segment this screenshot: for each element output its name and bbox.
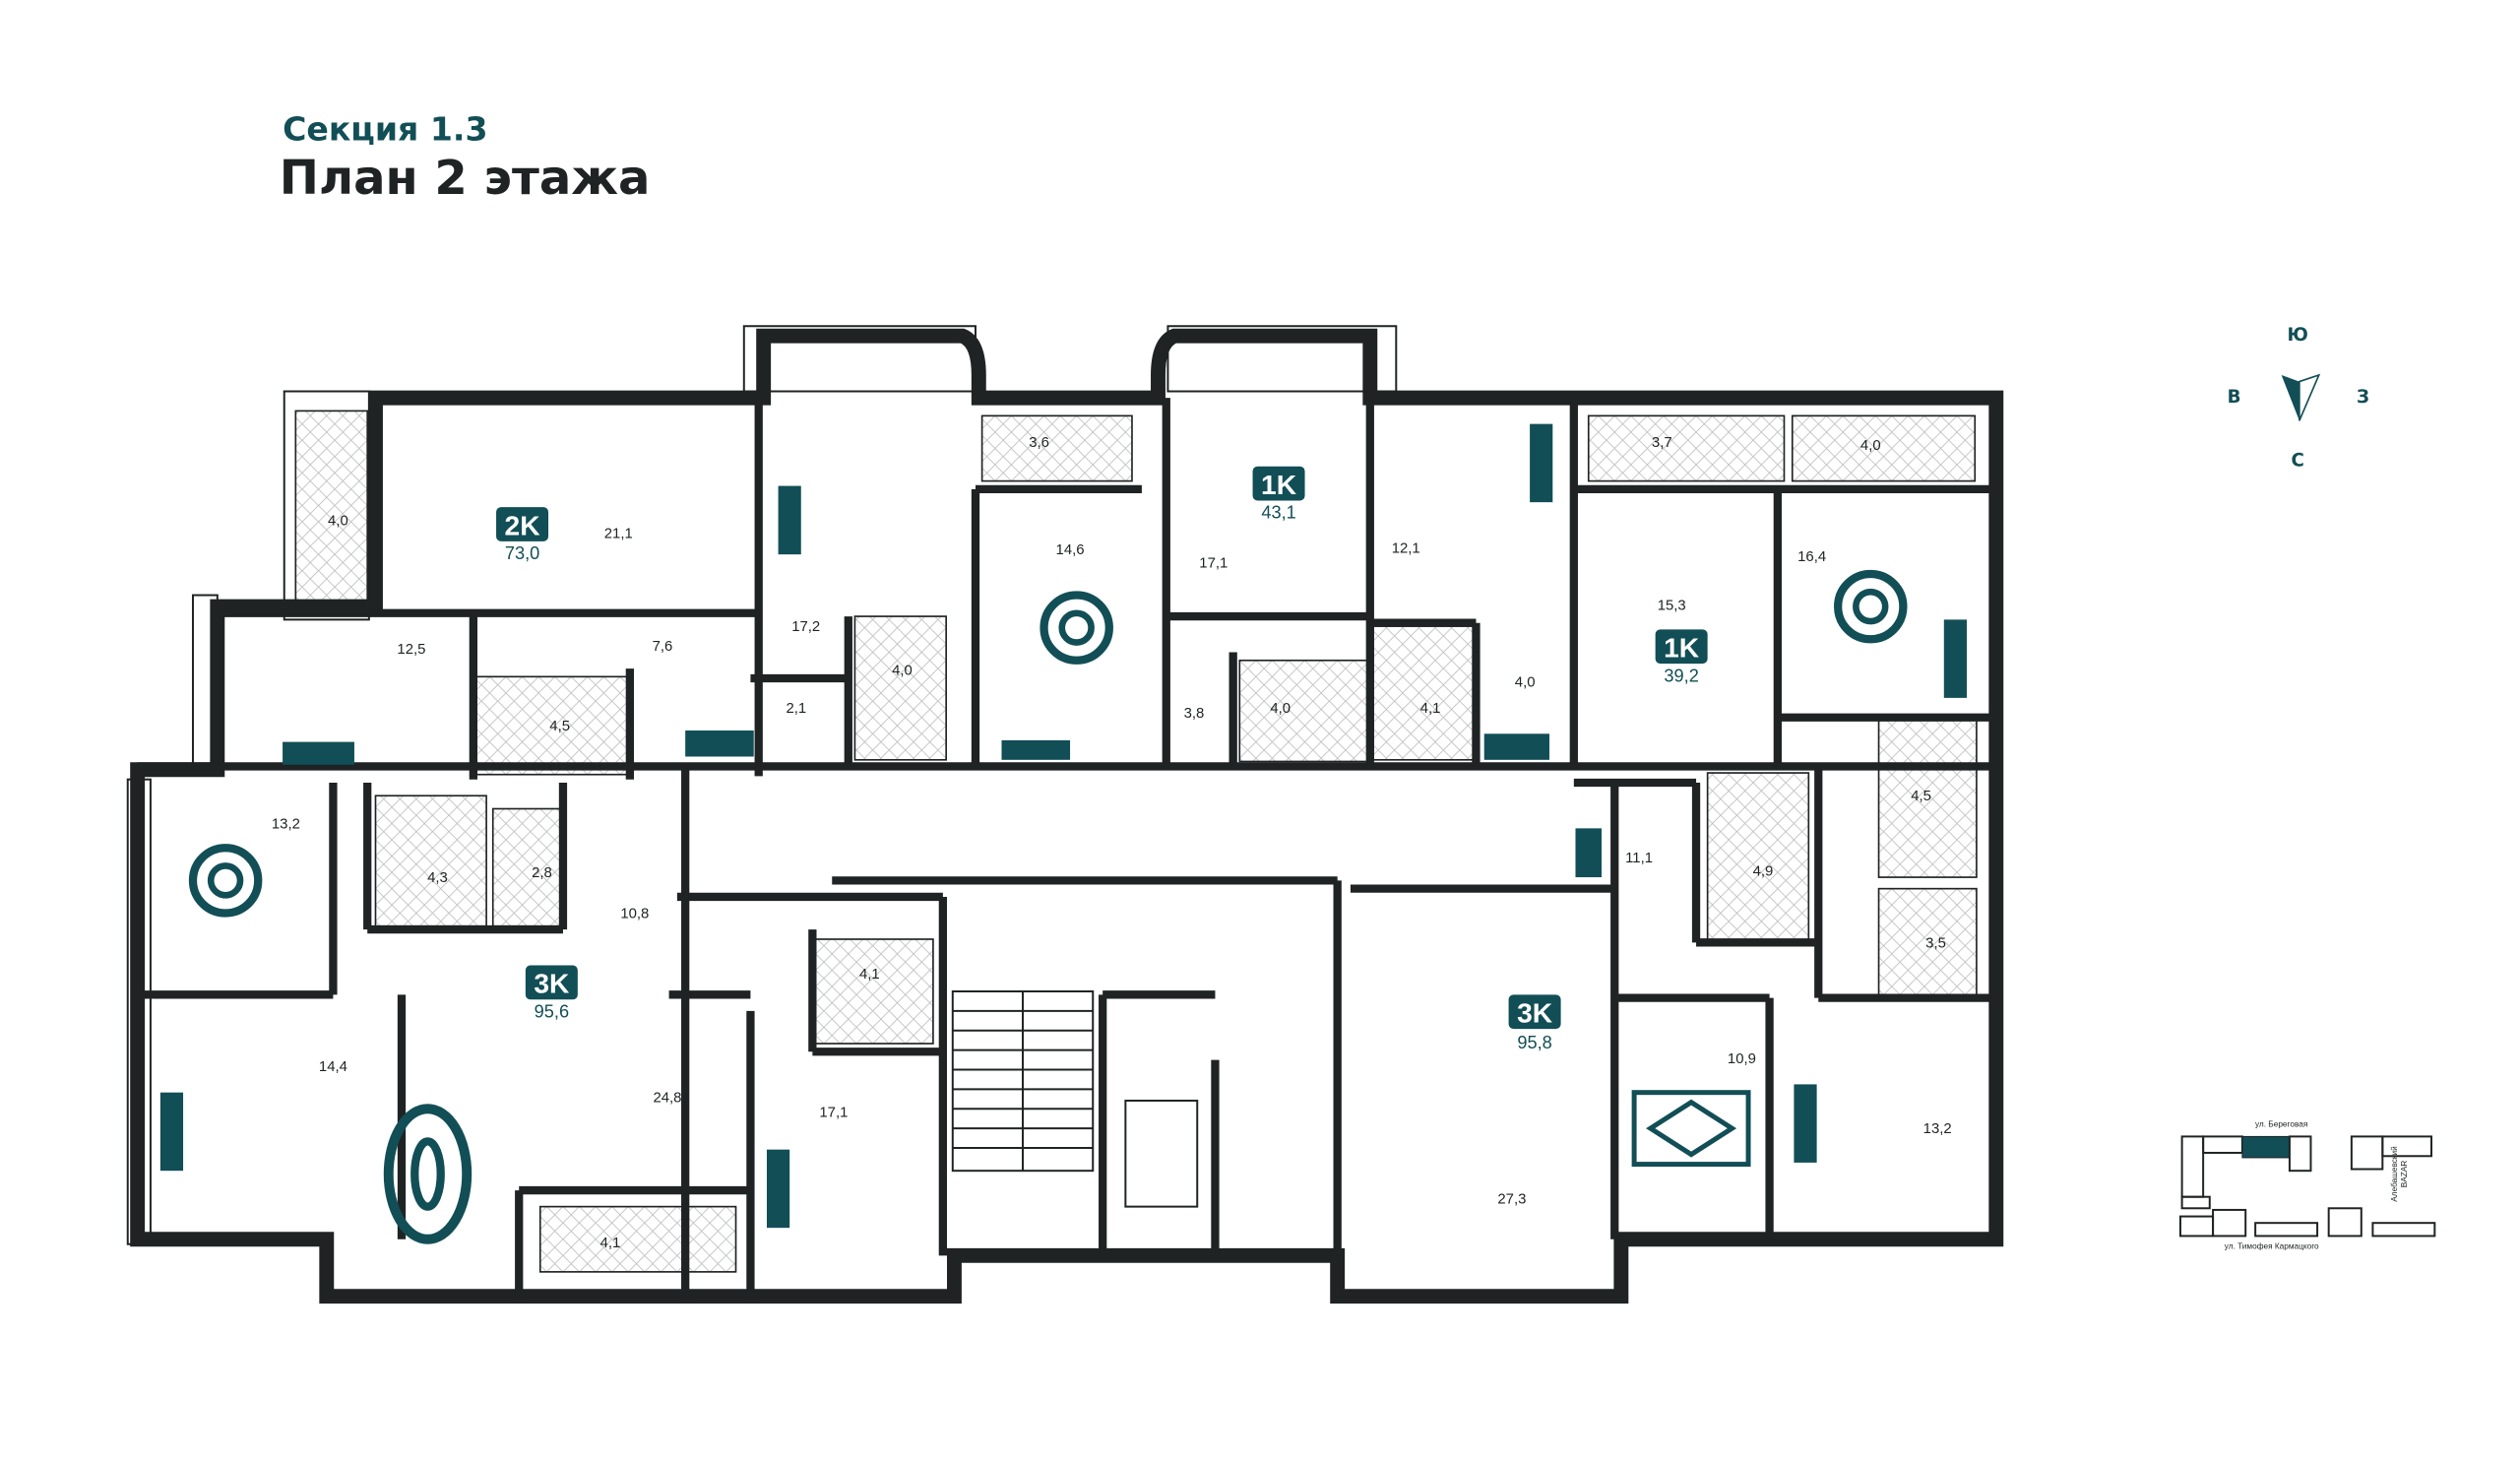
- compass-arrow-icon: [2281, 373, 2321, 421]
- room-area: 4,0: [1270, 701, 1291, 717]
- room-area: 4,5: [1911, 789, 1931, 804]
- room-area: 14,6: [1056, 542, 1085, 558]
- decor: [159, 423, 1967, 1244]
- room-area: 3,6: [1029, 435, 1049, 451]
- compass-north: С: [2292, 451, 2304, 472]
- room-area: 17,1: [1199, 555, 1228, 571]
- svg-text:1K: 1K: [1664, 632, 1700, 663]
- street-bottom-label: ул. Тимофея Кармацкого: [2225, 1242, 2319, 1251]
- room-area: 4,5: [549, 719, 570, 734]
- room-area: 13,2: [1923, 1121, 1952, 1137]
- room-area: 17,1: [819, 1106, 848, 1121]
- room-area: 4,0: [892, 664, 913, 679]
- room-area: 4,1: [859, 967, 880, 983]
- room-area: 3,7: [1652, 435, 1672, 451]
- room-area: 10,9: [1728, 1051, 1756, 1067]
- svg-text:43,1: 43,1: [1261, 503, 1295, 523]
- room-area: 4,9: [1753, 863, 1774, 879]
- svg-text:3K: 3K: [534, 969, 570, 999]
- room-area: 14,4: [319, 1059, 347, 1075]
- svg-text:73,0: 73,0: [505, 543, 539, 563]
- room-area: 10,8: [620, 906, 649, 921]
- svg-text:39,2: 39,2: [1664, 666, 1698, 685]
- compass-south: Ю: [2288, 325, 2308, 346]
- apartment-1k-43[interactable]: 1K 43,1: [1252, 466, 1305, 523]
- apartment-2k[interactable]: 2K 73,0: [496, 507, 549, 563]
- room-areas: 4,0 21,1 17,2 12,5 7,6 4,5 2,1 4,0 3,6 1…: [272, 435, 1952, 1251]
- apartment-3k-95-6[interactable]: 3K 95,6: [525, 965, 578, 1022]
- room-area: 2,1: [786, 701, 806, 717]
- apartment-1k-39[interactable]: 1K 39,2: [1655, 629, 1708, 685]
- room-area: 2,8: [532, 865, 552, 881]
- room-area: 4,0: [328, 513, 348, 529]
- room-area: 24,8: [653, 1091, 681, 1107]
- room-area: 13,2: [272, 816, 300, 832]
- section-label: Секция 1.3: [283, 109, 487, 148]
- room-area: 3,5: [1925, 935, 1946, 951]
- svg-text:1K: 1K: [1261, 470, 1297, 500]
- street-top-label: ул. Береговая: [2255, 1119, 2307, 1128]
- room-area: 21,1: [604, 527, 633, 542]
- room-area: 3,8: [1184, 706, 1205, 722]
- side-label-line1: Алебашевский: [2390, 1146, 2399, 1202]
- room-area: 4,0: [1515, 674, 1536, 690]
- svg-text:2K: 2K: [505, 510, 541, 540]
- compass: Ю В З С: [2228, 325, 2369, 472]
- page-title: План 2 этажа: [280, 151, 651, 206]
- room-area: 12,5: [397, 642, 425, 658]
- svg-text:95,6: 95,6: [535, 1002, 569, 1022]
- room-area: 15,3: [1658, 598, 1686, 613]
- room-area: 7,6: [653, 639, 673, 655]
- svg-text:95,8: 95,8: [1517, 1033, 1551, 1052]
- room-area: 12,1: [1392, 540, 1420, 556]
- svg-text:3K: 3K: [1517, 997, 1553, 1028]
- balconies: [126, 325, 1977, 1273]
- room-area: 4,1: [1420, 701, 1441, 717]
- room-area: 4,3: [427, 870, 448, 886]
- site-minimap: ул. Береговая ул. Тимофея Кармацкого Але…: [2178, 1119, 2436, 1251]
- bathrooms: [374, 615, 1978, 1045]
- staircase: [951, 990, 1199, 1208]
- side-label-line2: BAZAR: [2400, 1161, 2409, 1188]
- interior-walls: [137, 398, 1996, 1297]
- compass-west: З: [2357, 387, 2369, 408]
- exterior-walls: [130, 328, 2004, 1304]
- room-area: 17,2: [791, 619, 820, 635]
- room-area: 4,0: [1860, 438, 1881, 454]
- room-area: 4,1: [600, 1236, 621, 1251]
- room-area: 16,4: [1797, 549, 1826, 565]
- compass-east: В: [2228, 387, 2241, 408]
- room-area: 27,3: [1497, 1191, 1526, 1207]
- apartment-3k-95-8[interactable]: 3K 95,8: [1508, 994, 1561, 1052]
- room-area: 11,1: [1625, 851, 1653, 866]
